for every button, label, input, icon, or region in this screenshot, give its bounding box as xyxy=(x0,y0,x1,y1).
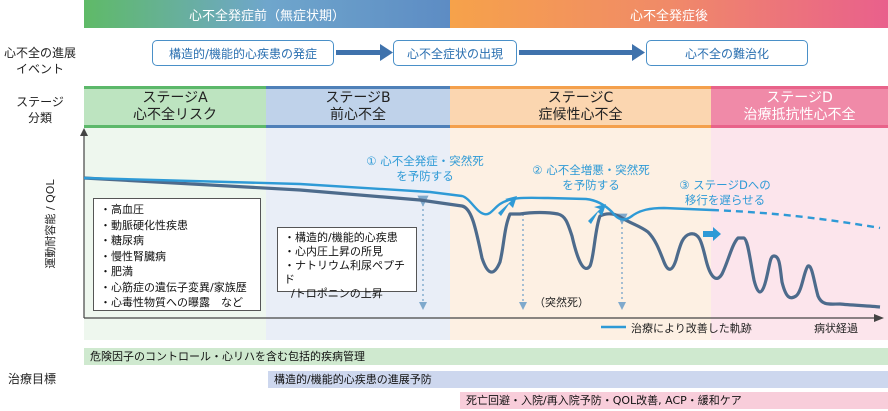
event-arrows xyxy=(336,44,645,61)
stage-b-desc: 前心不全 xyxy=(330,107,386,123)
phase-pre-onset-label: 心不全発症前（無症状期） xyxy=(188,8,345,24)
risk-item: ・高血圧 xyxy=(100,203,144,216)
legend-label: 治療により改善した軌跡 xyxy=(631,322,752,335)
event-refractory: 心不全の難治化 xyxy=(646,40,808,66)
stage-c-name: ステージC xyxy=(547,90,614,106)
stage-d-name: ステージD xyxy=(766,90,833,106)
phase-post-onset-label: 心不全発症後 xyxy=(629,8,708,24)
natural-course-line xyxy=(83,176,881,309)
goals-row-label: 治療目標 xyxy=(8,372,57,386)
annotation-delay-stage-d-text: ③ ステージDへの 移行を遅らせる xyxy=(679,178,771,207)
annotation-prevent-onset: ① 心不全発症・突然死 を予防する xyxy=(360,154,490,184)
finding-item: ・ナトリウム利尿ペプチド xyxy=(284,259,405,286)
stage-a-desc: 心不全リスク xyxy=(133,107,217,123)
stage-d-desc: 治療抵抗性心不全 xyxy=(743,107,856,123)
stage-b-name: ステージB xyxy=(325,90,391,106)
improved-trajectory-dashed xyxy=(711,208,881,230)
stage-b: ステージB 前心不全 xyxy=(266,86,450,128)
risk-item: ・糖尿病 xyxy=(100,234,144,247)
sudden-death-label: （突然死） xyxy=(534,296,589,309)
risk-item: ・肥満 xyxy=(100,265,133,278)
y-axis-arrowhead xyxy=(80,128,88,136)
improve-arrow-1 xyxy=(498,196,517,216)
stages-row-label: ステージ分類 xyxy=(16,95,64,125)
risk-factor-list: ・高血圧 ・動脈硬化性疾患 ・糖尿病 ・慢性腎臓病 ・肥満 ・心筋症の遺伝子変異… xyxy=(93,198,261,311)
finding-item: ・心内圧上昇の所見 xyxy=(284,245,383,258)
finding-item: /トロポニンの上昇 xyxy=(284,287,383,300)
annotation-delay-stage-d: ③ ステージDへの 移行を遅らせる xyxy=(670,178,780,208)
risk-item: ・心毒性物質への曝露 など xyxy=(100,296,243,309)
stage-c-desc: 症候性心不全 xyxy=(538,107,623,123)
improve-arrow-2 xyxy=(588,204,606,224)
phase-pre-onset: 心不全発症前（無症状期） xyxy=(84,0,450,28)
event-arrow-head-1 xyxy=(380,44,393,61)
events-row-label: 心不全の進展イベント xyxy=(3,46,76,76)
annotation-prevent-onset-text: ① 心不全発症・突然死 を予防する xyxy=(366,154,484,183)
improve-arrow-3 xyxy=(703,227,721,241)
risk-item: ・動脈硬化性疾患 xyxy=(100,218,188,232)
x-axis-label: 病状経過 xyxy=(814,322,858,335)
phase-post-onset: 心不全発症後 xyxy=(450,0,888,28)
goal-structural-prevention: 構造的/機能的心疾患の進展予防 xyxy=(268,371,888,388)
stage-c: ステージC 症候性心不全 xyxy=(450,86,711,128)
goal-risk-management: 危険因子のコントロール・心リハを含む包括的疾病管理 xyxy=(84,348,888,365)
goal-mortality-qol: 死亡回避・入院/再入院予防・QOL改善, ACP・緩和ケア xyxy=(460,392,888,409)
finding-item: ・構造的/機能的心疾患 xyxy=(284,231,398,244)
annotation-prevent-worsening-text: ② 心不全増悪・突然死 を予防する xyxy=(532,163,650,192)
improved-trajectory-line xyxy=(83,176,713,221)
dotted-arrowhead-bottom-2 xyxy=(519,302,527,310)
stage-d: ステージD 治療抵抗性心不全 xyxy=(711,86,888,128)
event-arrow-line-1 xyxy=(336,50,382,55)
x-axis-arrowhead xyxy=(874,314,884,322)
stage-b-findings-list: ・構造的/機能的心疾患 ・心内圧上昇の所見 ・ナトリウム利尿ペプチド /トロポニ… xyxy=(277,227,417,300)
risk-item: ・心筋症の遺伝子変異/家族歴 xyxy=(100,280,247,294)
event-structural-disease: 構造的/機能的心疾患の発症 xyxy=(152,40,334,66)
event-arrow-line-2 xyxy=(519,50,633,55)
event-arrow-head-2 xyxy=(632,44,645,61)
stage-c-area xyxy=(450,128,711,340)
risk-item: ・慢性腎臓病 xyxy=(100,249,166,263)
stage-a-name: ステージA xyxy=(142,90,208,106)
annotation-prevent-worsening: ② 心不全増悪・突然死 を予防する xyxy=(526,163,656,193)
stage-a: ステージA 心不全リスク xyxy=(84,86,266,128)
dotted-arrowhead-bottom-3 xyxy=(618,302,626,310)
dotted-arrowhead-bottom-1 xyxy=(419,302,427,310)
event-symptom-onset: 心不全症状の出現 xyxy=(393,40,517,66)
